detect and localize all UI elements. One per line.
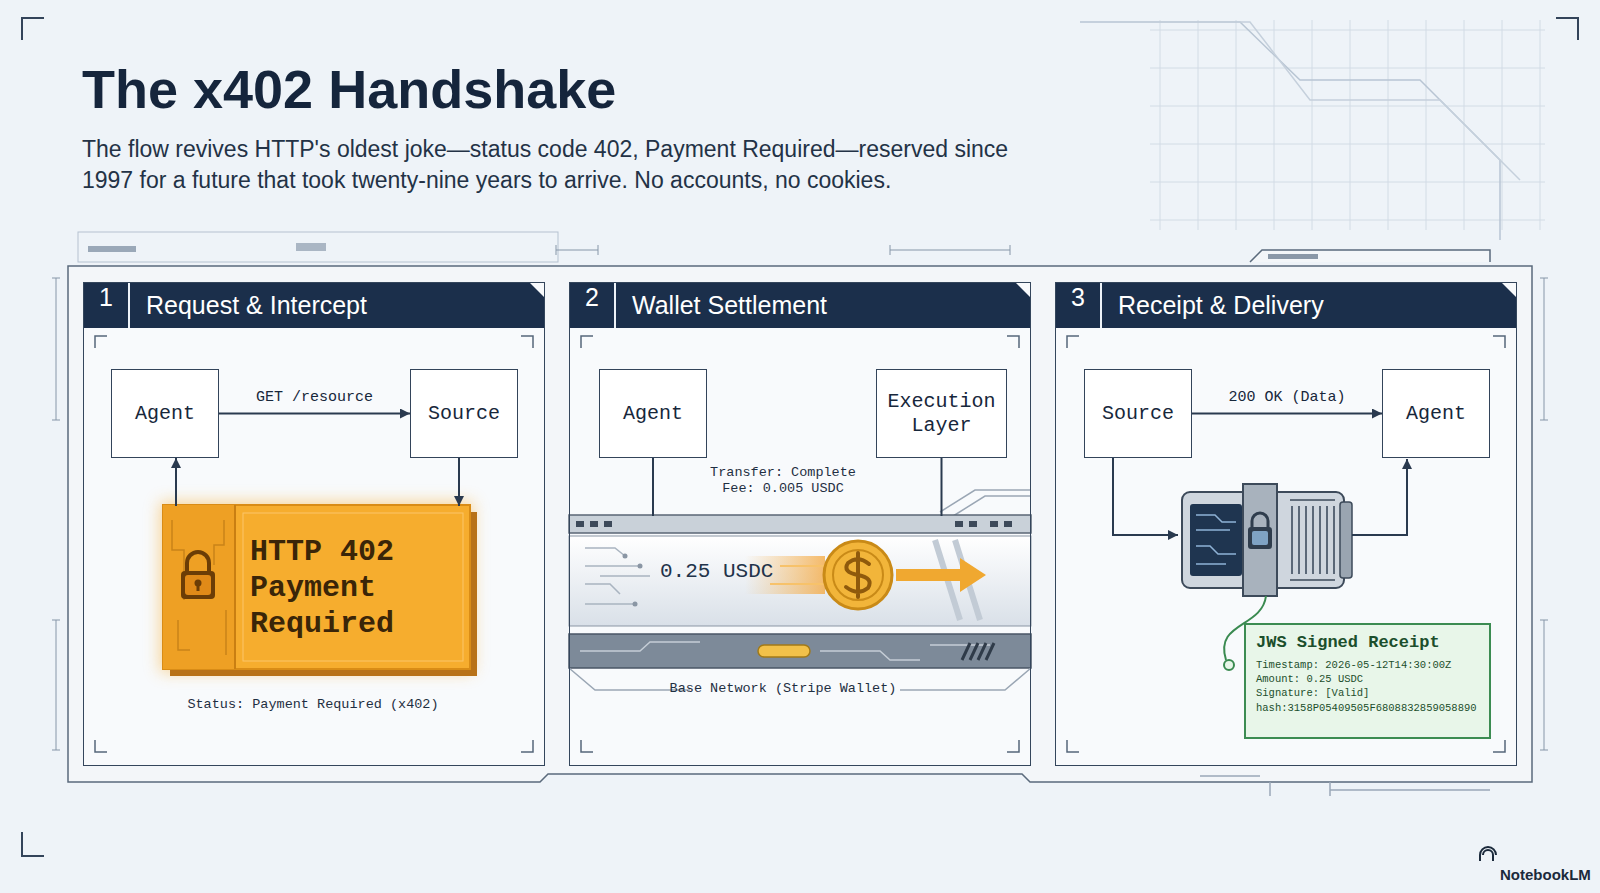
step-panel: 3Receipt & DeliverySource AgentJWS Signed… [1055, 282, 1517, 766]
node-text: Source [428, 402, 500, 426]
circuit-trace [1120, 22, 1520, 180]
edge-label: 200 OK (Data) [1224, 389, 1349, 406]
corner-ticks [95, 336, 1505, 752]
receipt-line: hash:3158P05409505F6808832859058890 [1256, 701, 1479, 715]
note-label: Base Network (Stripe Wallet) [670, 681, 897, 696]
note-label: Status: Payment Required (x402) [187, 697, 438, 712]
edge-label: GET /resource [252, 389, 377, 406]
panel-header: 2Wallet Settlement [570, 283, 1030, 328]
diagram-title: The x402 Handshake [82, 58, 616, 120]
node-text: HTTP 402 Payment Required [250, 534, 455, 642]
circuit-trace [1080, 22, 1500, 240]
frame-tab [296, 243, 326, 251]
settlement-band-art [569, 490, 1031, 690]
step-number: 3 [1056, 283, 1102, 328]
node-text: 0.25 USDC [660, 560, 773, 583]
frame-tab [1268, 254, 1318, 259]
note-label: Fee: 0.005 USDC [722, 481, 844, 496]
connector [652, 458, 654, 516]
panel-fill [569, 282, 1031, 766]
flow-wire [1352, 459, 1407, 535]
leader-dot [1224, 660, 1234, 670]
receipt-title: JWS Signed Receipt [1256, 633, 1479, 652]
node-text: Agent [1406, 402, 1466, 426]
corner-bracket [22, 18, 1578, 856]
node-text: Agent [135, 402, 195, 426]
outer-frame [68, 266, 1532, 782]
brand-logo [1480, 847, 1496, 861]
watermark: NotebookLM [1500, 866, 1591, 883]
connector [1192, 413, 1382, 415]
panel-fill [1055, 282, 1517, 766]
frame-tab [78, 232, 558, 262]
connector [175, 458, 177, 506]
payment-alert-art [160, 502, 477, 676]
process-box: Agent [111, 369, 219, 458]
dimension-mark [556, 245, 1010, 255]
step-title: Wallet Settlement [616, 291, 827, 320]
grid-lines [1150, 20, 1545, 230]
process-box: Agent [599, 369, 707, 458]
node-text: Source [1102, 402, 1174, 426]
process-box: Source [1084, 369, 1192, 458]
frame-tab [1250, 250, 1490, 262]
status-block: HTTP 402 Payment Required [164, 506, 471, 670]
receipt-card: JWS Signed ReceiptTimestamp: 2026-05-12T… [1244, 623, 1491, 739]
step-title: Receipt & Delivery [1102, 291, 1324, 320]
receipt-line: Timestamp: 2026-05-12T14:30:00Z [1256, 658, 1479, 672]
frame-tab [88, 246, 136, 252]
step-panel: 1Request & InterceptAgent SourceHTTP 402 … [83, 282, 545, 766]
step-number: 2 [570, 283, 616, 328]
process-box: Agent [1382, 369, 1490, 458]
node-text: Execution Layer [885, 390, 998, 438]
process-box: Execution Layer [876, 369, 1007, 458]
step-number: 1 [84, 283, 130, 328]
payment-band: 0.25 USDC [570, 516, 1032, 627]
frame-trace [1200, 776, 1490, 796]
receipt-line: Signature: [Valid] [1256, 686, 1479, 700]
connector [458, 458, 460, 506]
step-title: Request & Intercept [130, 291, 367, 320]
connector [941, 458, 943, 516]
note-label: Transfer: Complete [710, 465, 856, 480]
connector [219, 413, 410, 415]
panel-header: 1Request & Intercept [84, 283, 544, 328]
node-text: Agent [623, 402, 683, 426]
diagram-caption: The flow revives HTTP's oldest joke—stat… [82, 134, 1022, 197]
flow-wire [1113, 457, 1178, 535]
receipt-line: Amount: 0.25 USDC [1256, 672, 1479, 686]
gateway-device-art [1182, 484, 1352, 596]
process-box: Source [410, 369, 518, 458]
panel-fill [83, 282, 545, 766]
panel-header: 3Receipt & Delivery [1056, 283, 1516, 328]
